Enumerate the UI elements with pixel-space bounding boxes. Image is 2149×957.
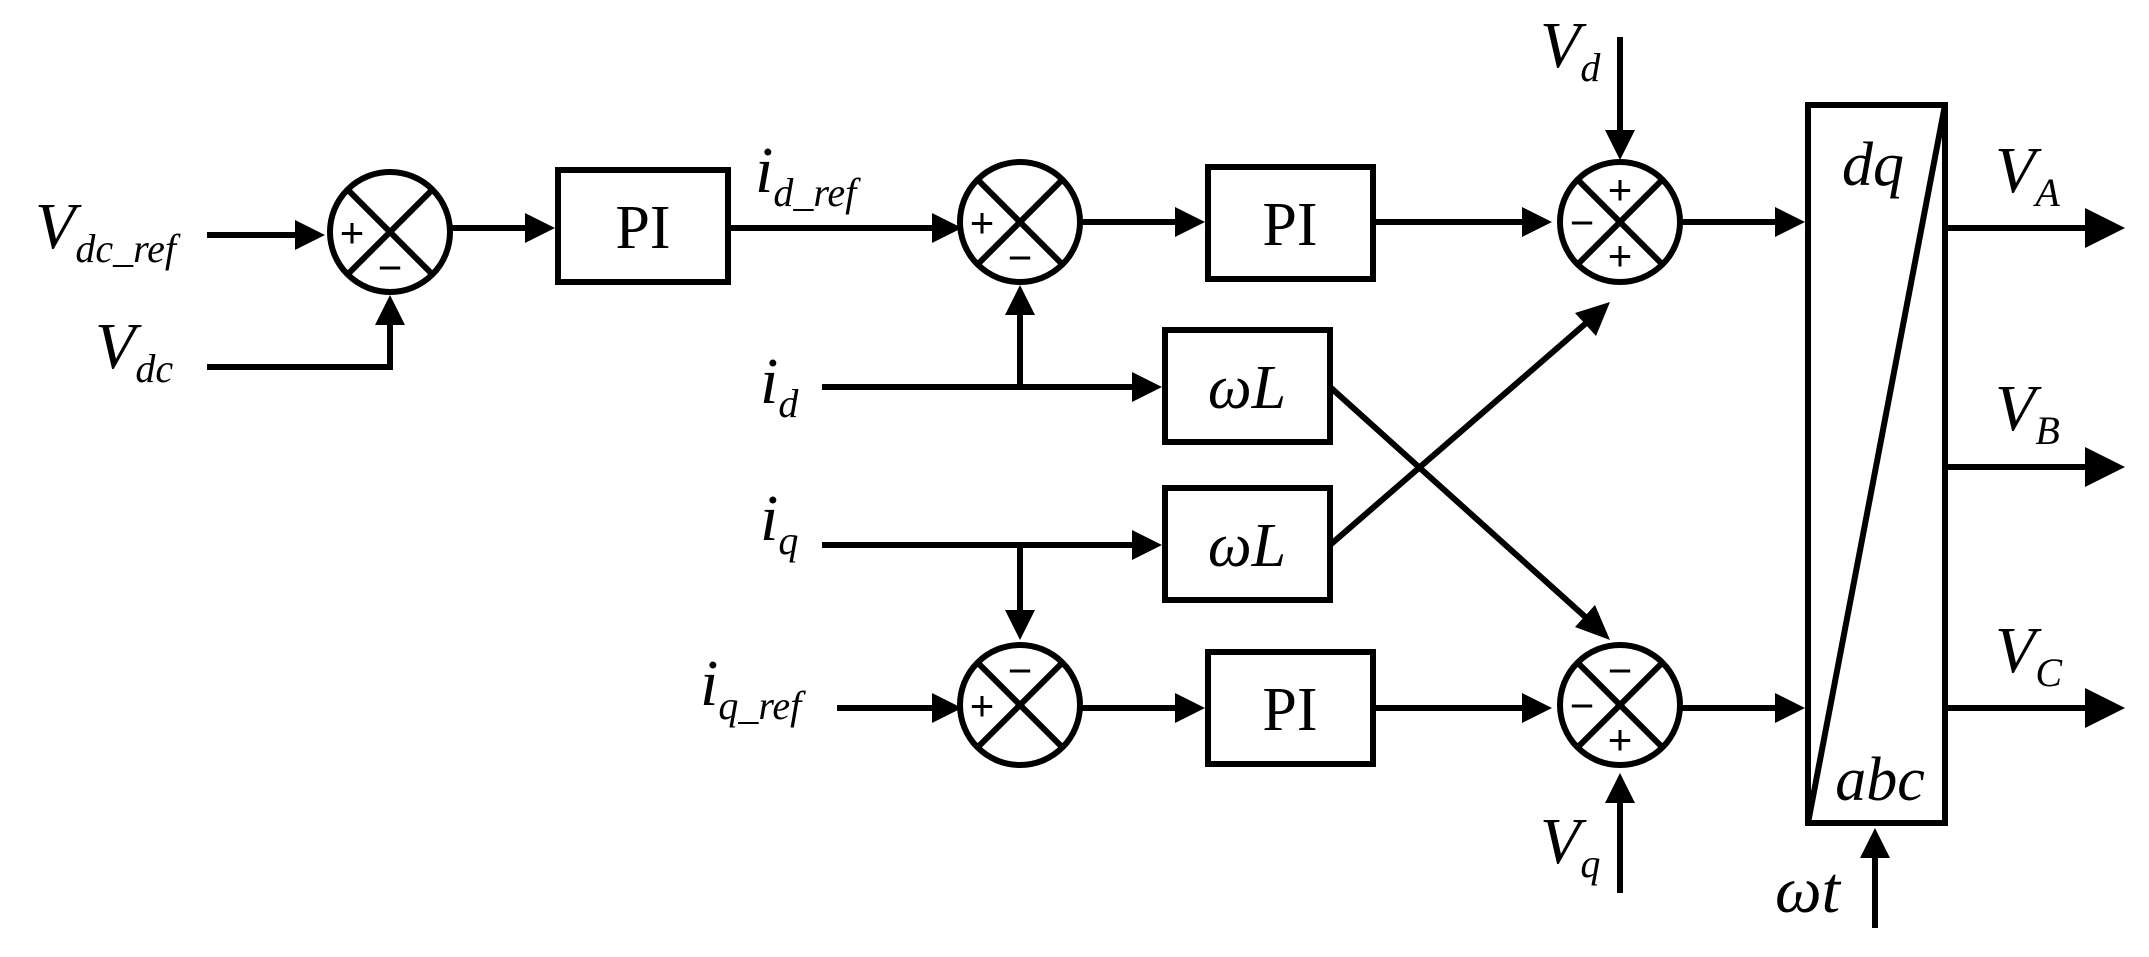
sign-minus: − [1570, 199, 1595, 246]
omega-l-label: ωL [1208, 512, 1286, 580]
omega-l-block-q: ωL [1162, 485, 1333, 603]
label-iq: iq [760, 482, 798, 563]
summing-junction-d-current: + − [957, 159, 1083, 285]
pi-label: PI [615, 194, 670, 262]
arrowhead [1522, 693, 1552, 723]
arrowhead [1132, 372, 1162, 402]
label-va: VA [1995, 134, 2060, 215]
label-vdc-ref: Vdc_ref [35, 190, 181, 271]
label-iq-ref: iq_ref [700, 647, 806, 728]
pi-controller-dc: PI [555, 167, 731, 285]
label-id-ref: id_ref [755, 134, 861, 215]
arrowhead [1575, 302, 1610, 336]
dq-abc-transform-block: dq abc [1805, 102, 1948, 826]
pi-label: PI [1262, 676, 1317, 744]
arrowhead [2085, 447, 2125, 487]
summing-junction-q-current: − + [957, 642, 1083, 768]
arrowhead [1005, 285, 1035, 315]
label-vd: Vd [1540, 9, 1601, 90]
pi-controller-d: PI [1205, 164, 1376, 282]
arrowhead [1605, 773, 1635, 803]
arrowhead [1575, 605, 1610, 640]
label-vb: VB [1995, 372, 2060, 453]
arrowhead [1522, 207, 1552, 237]
arrowhead [295, 220, 325, 250]
sign-plus: + [1608, 716, 1633, 763]
sign-minus: − [1608, 647, 1633, 694]
label-vq: Vq [1540, 805, 1600, 886]
sign-plus: + [1608, 166, 1633, 213]
transform-top-label: dq [1842, 131, 1904, 199]
arrowhead [1132, 530, 1162, 560]
sign-minus: − [378, 244, 403, 291]
label-omega-t: ωt [1775, 854, 1842, 927]
summing-junction-vd: + − + [1557, 159, 1683, 285]
sign-minus: − [1008, 647, 1033, 694]
omega-l-block-d: ωL [1162, 327, 1333, 445]
sign-plus: + [970, 682, 995, 729]
label-id: id [760, 345, 799, 426]
summing-junction-vq: − − + [1557, 642, 1683, 768]
sign-minus: − [1008, 234, 1033, 281]
arrowhead [375, 295, 405, 325]
arrowhead [1860, 828, 1890, 858]
transform-bottom-label: abc [1835, 746, 1925, 814]
arrowhead [525, 213, 555, 243]
summing-junction-dc: + − [327, 169, 453, 295]
sign-minus: − [1570, 682, 1595, 729]
arrowhead [1775, 693, 1805, 723]
wire-wl2-sum4 [1325, 313, 1597, 550]
arrowhead [2085, 688, 2125, 728]
wire-wl1-sum5 [1325, 382, 1597, 628]
label-vdc: Vdc [95, 310, 173, 391]
pi-controller-q: PI [1205, 649, 1376, 767]
sign-plus: + [970, 199, 995, 246]
arrowhead [2085, 208, 2125, 248]
pi-label: PI [1262, 191, 1317, 259]
arrowhead [1775, 207, 1805, 237]
sign-plus: + [340, 209, 365, 256]
label-vc: VC [1995, 614, 2063, 695]
arrowhead [932, 693, 962, 723]
arrowhead [1175, 693, 1205, 723]
arrowhead [1175, 207, 1205, 237]
arrowhead [1005, 610, 1035, 640]
arrowhead [1605, 130, 1635, 160]
sign-plus: + [1608, 232, 1633, 279]
omega-l-label: ωL [1208, 354, 1286, 422]
wire-vdc [207, 317, 393, 370]
arrowhead [932, 213, 962, 243]
